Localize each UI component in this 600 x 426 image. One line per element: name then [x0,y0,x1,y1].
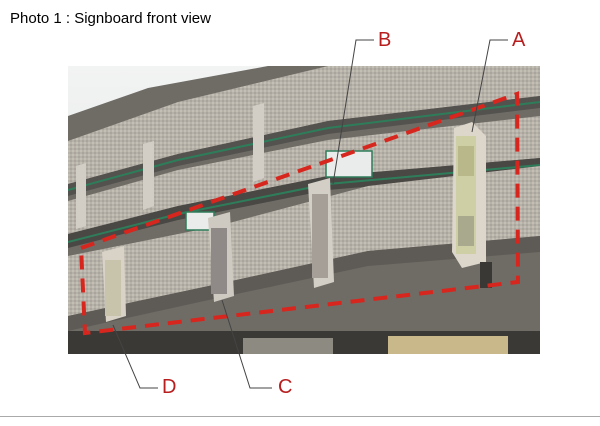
leader-line-a [471,39,508,133]
photo-caption: Photo 1 : Signboard front view [10,10,211,27]
leader-line-c [221,299,272,389]
signboard-highlight-box [78,91,521,336]
callout-label-a: A [512,29,526,51]
leader-line-d [112,324,158,389]
leader-line-b [332,39,374,185]
building-photo [68,66,540,354]
callout-label-d: D [162,376,177,398]
bottom-divider [0,416,600,417]
callout-label-c: C [278,376,293,398]
callout-label-b: B [378,29,392,51]
